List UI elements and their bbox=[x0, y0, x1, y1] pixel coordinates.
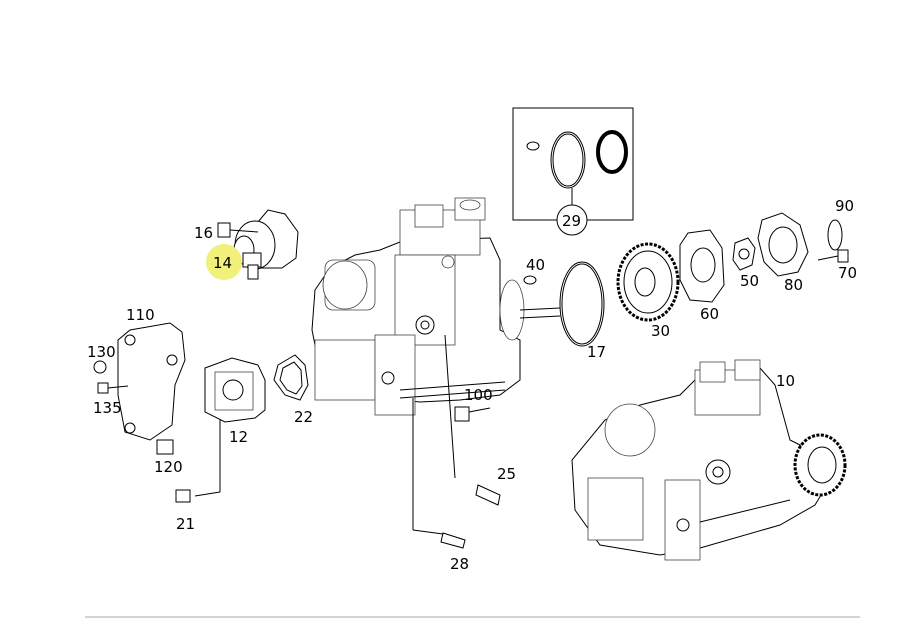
callout-17[interactable]: 17 bbox=[587, 343, 606, 361]
highlight-14[interactable] bbox=[206, 244, 242, 280]
callout-22[interactable]: 22 bbox=[294, 408, 313, 426]
drive-parts-row bbox=[523, 212, 849, 347]
callout-21[interactable]: 21 bbox=[176, 515, 195, 533]
callout-10[interactable]: 10 bbox=[776, 372, 795, 390]
callout-120[interactable]: 120 bbox=[154, 458, 183, 476]
callout-29[interactable]: 29 bbox=[562, 212, 581, 230]
callout-130[interactable]: 130 bbox=[87, 343, 116, 361]
callout-50[interactable]: 50 bbox=[740, 272, 759, 290]
callout-40[interactable]: 40 bbox=[526, 256, 545, 274]
callout-12[interactable]: 12 bbox=[229, 428, 248, 446]
callout-16[interactable]: 16 bbox=[194, 224, 213, 242]
inset-box-29 bbox=[512, 107, 634, 236]
callout-25[interactable]: 25 bbox=[497, 465, 516, 483]
callout-80[interactable]: 80 bbox=[784, 276, 803, 294]
gasket-22 bbox=[273, 354, 309, 401]
callout-30[interactable]: 30 bbox=[651, 322, 670, 340]
callout-60[interactable]: 60 bbox=[700, 305, 719, 323]
callout-100[interactable]: 100 bbox=[464, 386, 493, 404]
callout-110[interactable]: 110 bbox=[126, 306, 155, 324]
pump-12 bbox=[175, 357, 266, 503]
pump-assembly-10 bbox=[571, 359, 847, 561]
bracket-110 bbox=[93, 322, 186, 455]
callout-135[interactable]: 135 bbox=[93, 399, 122, 417]
callout-70[interactable]: 70 bbox=[838, 264, 857, 282]
callout-14[interactable]: 14 bbox=[213, 254, 232, 272]
screws-100-25-28 bbox=[412, 334, 501, 549]
callout-90[interactable]: 90 bbox=[835, 197, 854, 215]
solenoid-valve-assembly bbox=[217, 209, 299, 280]
pump-assembly-main bbox=[311, 197, 561, 416]
callout-28[interactable]: 28 bbox=[450, 555, 469, 573]
